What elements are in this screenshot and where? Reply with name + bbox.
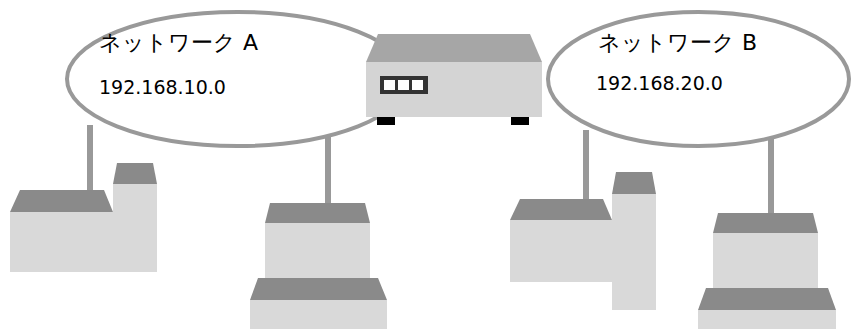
network-name: ネットワーク B [598,30,757,56]
laptop-computer [250,203,387,329]
network-wire [583,130,589,199]
network-wire [325,130,331,205]
network-address: 192.168.10.0 [99,76,226,99]
network-ellipse: ネットワーク B 192.168.20.0 [546,10,851,148]
network-ellipse: ネットワーク A 192.168.10.0 [65,10,410,148]
network-name: ネットワーク A [99,30,258,56]
network-wire [87,125,93,192]
desktop-computer [510,172,656,310]
laptop-computer [698,213,836,329]
network-address: 192.168.20.0 [596,72,723,95]
desktop-computer [10,163,157,272]
network-wire [768,130,774,214]
